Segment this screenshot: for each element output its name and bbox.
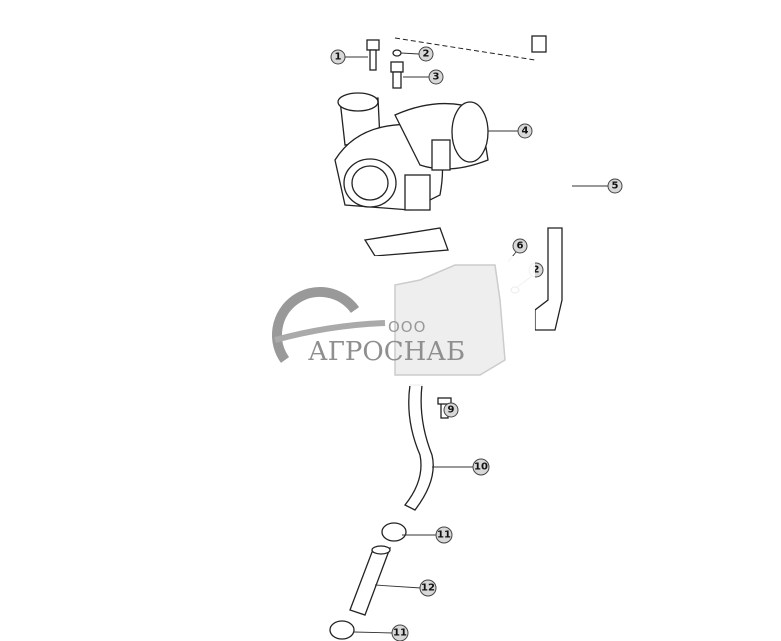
pipe-fitting-top: [531, 35, 547, 53]
svg-text:4: 4: [522, 126, 529, 137]
svg-text:12: 12: [421, 583, 435, 594]
callout-2[interactable]: 2: [418, 46, 434, 62]
callout-11[interactable]: 11: [435, 526, 453, 544]
svg-text:3: 3: [433, 72, 440, 83]
svg-text:10: 10: [474, 462, 488, 473]
watermark-name: АГРОСНАБ: [308, 337, 466, 367]
callout-10[interactable]: 10: [472, 458, 490, 476]
watermark-prefix: ООО: [388, 318, 427, 336]
svg-text:1: 1: [335, 52, 342, 63]
svg-text:11: 11: [437, 530, 451, 541]
callout-11b[interactable]: 11: [391, 624, 409, 641]
bolt-1: [366, 39, 380, 71]
callout-4[interactable]: 4: [517, 123, 533, 139]
svg-text:11: 11: [393, 628, 407, 639]
fitting-3: [390, 61, 404, 89]
callout-3[interactable]: 3: [428, 69, 444, 85]
callout-1[interactable]: 1: [330, 49, 346, 65]
callout-6[interactable]: 6: [512, 238, 528, 254]
callout-9[interactable]: 9: [443, 402, 459, 418]
turbocharger: [334, 92, 489, 257]
svg-text:9: 9: [448, 405, 455, 416]
callout-5[interactable]: 5: [607, 178, 623, 194]
svg-text:2: 2: [423, 49, 430, 60]
svg-text:6: 6: [517, 241, 524, 252]
svg-text:2: 2: [533, 265, 540, 276]
svg-text:5: 5: [612, 181, 619, 192]
callout-12[interactable]: 12: [419, 579, 437, 597]
